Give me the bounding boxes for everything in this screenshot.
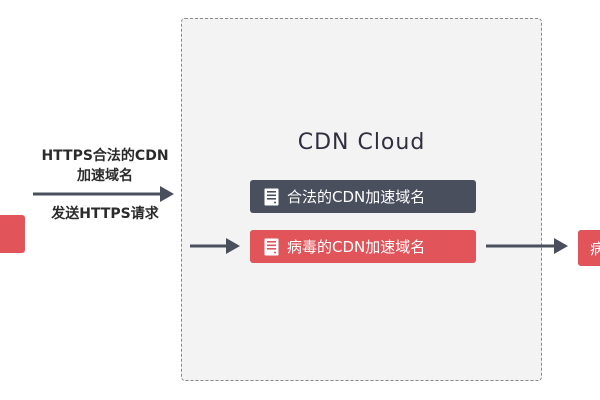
cdn-cloud-title: CDN Cloud xyxy=(297,130,426,155)
legit-domain-label: 合法的CDN加速域名 xyxy=(287,188,426,206)
server-icon xyxy=(264,188,279,205)
request-arrow xyxy=(33,186,174,202)
request-label-line3: 发送HTTPS请求 xyxy=(51,206,159,222)
inbound-arrow xyxy=(190,238,240,254)
target-node-label: 病 xyxy=(590,239,600,258)
virus-domain-pill: 病毒的CDN加速域名 xyxy=(250,230,476,263)
outbound-arrow xyxy=(486,238,568,254)
target-node: 病 xyxy=(578,230,600,266)
virus-domain-label: 病毒的CDN加速域名 xyxy=(287,238,426,256)
legit-domain-pill: 合法的CDN加速域名 xyxy=(250,180,476,213)
request-label-line2: 加速域名 xyxy=(77,168,133,184)
server-icon xyxy=(264,238,279,255)
client-node xyxy=(0,215,25,253)
request-label-line1: HTTPS合法的CDN xyxy=(41,148,169,164)
